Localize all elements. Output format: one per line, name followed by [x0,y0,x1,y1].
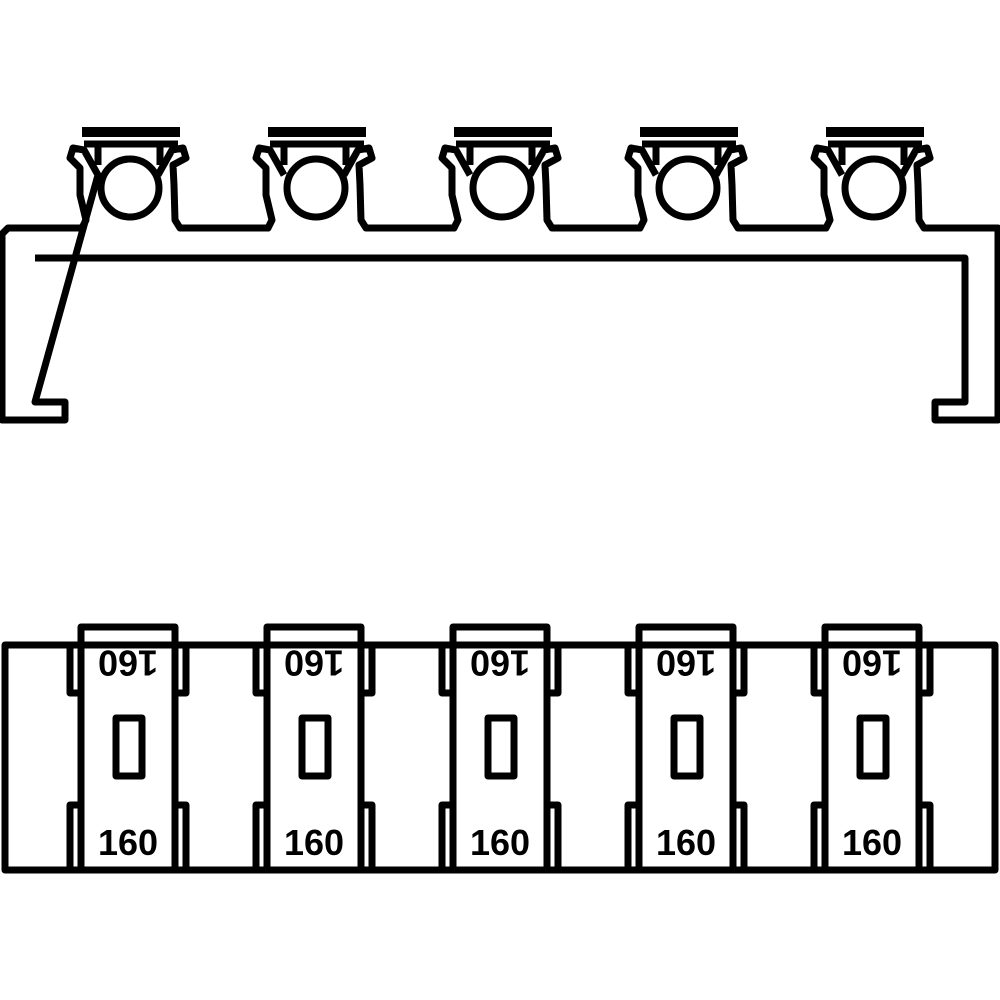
busbar-round-conductor [97,155,163,221]
module-bottom-label: 160 [98,822,158,863]
module-slot [670,714,704,780]
module-top-label: 160 [656,642,716,683]
terminal-module: 160 160 [66,623,190,874]
busbar-round-conductor [469,155,535,221]
bottom-view-strip: 160 160 160 160 160 160 160 160 160 160 [1,623,999,874]
terminal-module: 160 160 [810,623,934,874]
rail-outline [0,144,1000,424]
module-top-label: 160 [284,642,344,683]
module-top-label: 160 [98,642,158,683]
module-top-label: 160 [470,642,530,683]
busbar-round-conductor [283,155,349,221]
busbar-round-conductor [841,155,907,221]
module-body [449,623,551,874]
module-body [635,623,737,874]
module-slot [298,714,332,780]
terminal-module: 160 160 [624,623,748,874]
clip-cap [454,127,552,137]
module-slot [484,714,518,780]
module-body [263,623,365,874]
module-body [821,623,923,874]
clip-cap [268,127,366,137]
busbar-round-conductor [655,155,721,221]
clip-cap [826,127,924,137]
terminal-module: 160 160 [438,623,562,874]
module-bottom-label: 160 [842,822,902,863]
module-bottom-label: 160 [656,822,716,863]
module-bottom-label: 160 [470,822,530,863]
module-body [77,623,179,874]
terminal-module: 160 160 [252,623,376,874]
module-bottom-label: 160 [284,822,344,863]
top-view-rail [0,127,1000,424]
module-slot [856,714,890,780]
module-top-label: 160 [842,642,902,683]
clip-cap [82,127,180,137]
clip-cap [640,127,738,137]
module-slot [112,714,146,780]
